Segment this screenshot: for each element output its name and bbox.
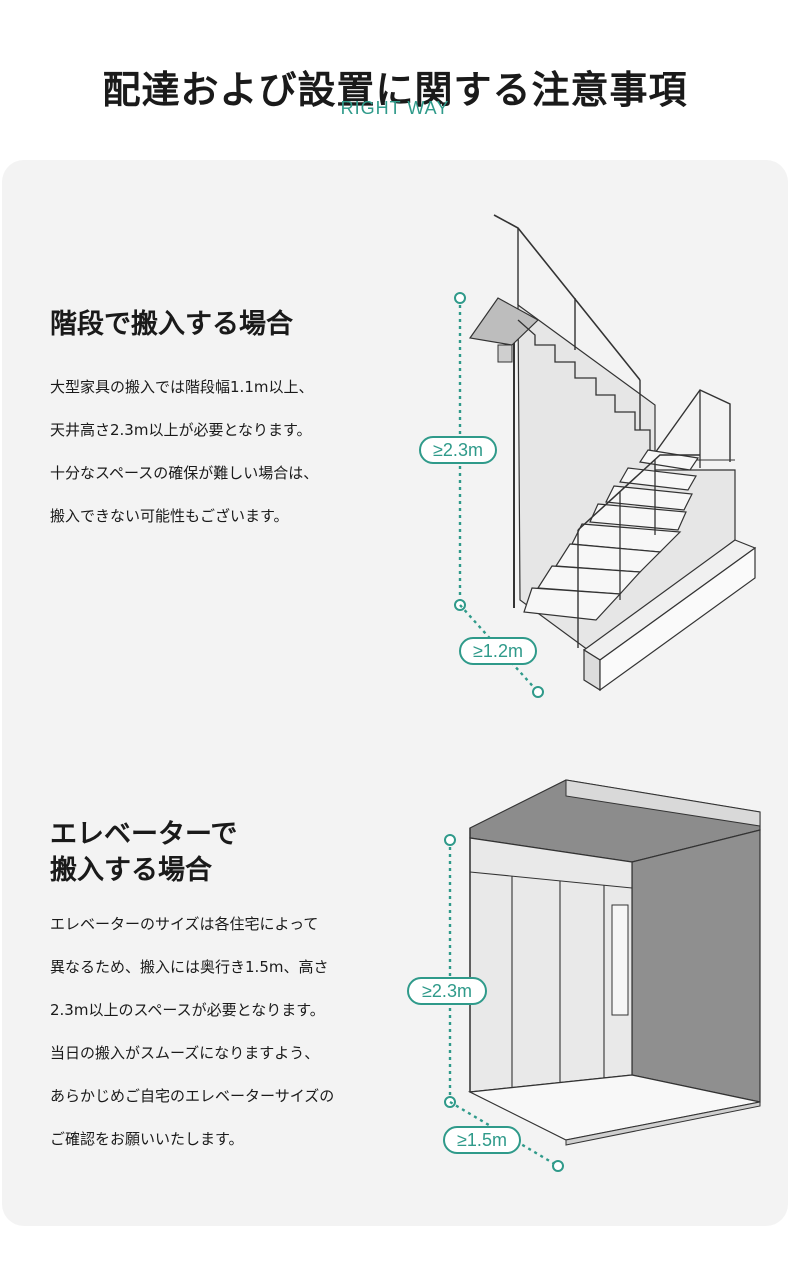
elevator-depth-label: ≥1.5m	[457, 1130, 507, 1150]
stairs-line: 十分なスペースの確保が難しい場合は、	[50, 464, 319, 482]
stairs-description: 大型家具の搬入では階段幅1.1m以上、 天井高さ2.3m以上が必要となります。 …	[50, 366, 318, 538]
stairs-section-title: 階段で搬入する場合	[50, 309, 293, 340]
stairs-line: 搬入できない可能性もございます。	[50, 507, 289, 525]
elevator-description: エレベーターのサイズは各住宅によって 異なるため、搬入には奥行き1.5m、高さ …	[50, 903, 334, 1161]
elevator-section-title-line2: 搬入する場合	[50, 855, 212, 886]
stairs-line: 大型家具の搬入では階段幅1.1m以上、	[50, 378, 314, 396]
stairs-width-end-marker	[532, 686, 544, 698]
elevator-back-wall	[469, 837, 633, 1093]
elevator-line: ご確認をお願いいたします。	[50, 1130, 244, 1148]
stairs-height-top-marker	[454, 292, 466, 304]
elevator-height-top-marker	[444, 834, 456, 846]
stairs-upper-steps	[517, 319, 651, 450]
elevator-line: エレベーターのサイズは各住宅によって	[50, 915, 319, 933]
elevator-section-title-line1: エレベーターで	[50, 819, 238, 850]
elevator-control-panel	[611, 904, 629, 1016]
elevator-line: 当日の搬入がスムーズになりますよう、	[50, 1044, 320, 1062]
stairs-illustration: ≥2.3m ≥1.2m	[419, 214, 757, 698]
elevator-line: 2.3m以上のスペースが必要となります。	[50, 1001, 325, 1019]
elevator-line: あらかじめご自宅のエレベーターサイズの	[50, 1087, 335, 1105]
stairs-lower-handrail	[577, 454, 700, 531]
page-subtitle: RIGHT WAY	[340, 98, 450, 118]
elevator-height-label: ≥2.3m	[422, 981, 472, 1001]
stairs-upper-landing	[468, 297, 540, 346]
page-title: 配達および設置に関する注意事項	[102, 68, 688, 113]
stairs-height-badge	[419, 436, 497, 464]
elevator-depth-badge	[443, 1126, 521, 1154]
elevator-line: 異なるため、搬入には奥行き1.5m、高さ	[50, 958, 329, 976]
stairs-line: 天井高さ2.3m以上が必要となります。	[50, 421, 312, 439]
elevator-illustration: ≥2.3m ≥1.5m	[407, 779, 761, 1172]
stairs-height-label: ≥2.3m	[433, 440, 483, 460]
elevator-right-wall	[631, 829, 761, 1103]
stairs-width-label: ≥1.2m	[473, 641, 523, 661]
elevator-depth-end-marker	[552, 1160, 564, 1172]
stairs-right-railing	[649, 389, 731, 462]
elevator-height-badge	[407, 977, 487, 1005]
stairs-width-badge	[459, 637, 537, 665]
